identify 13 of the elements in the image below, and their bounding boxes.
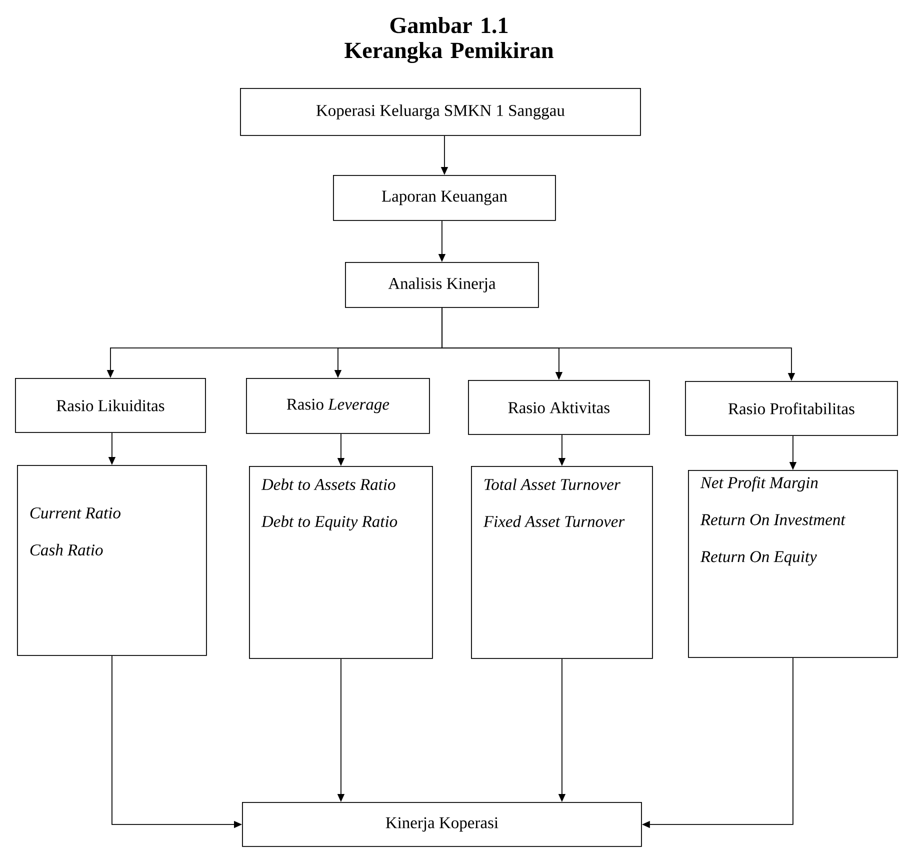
process-box: Rasio Likuiditas — [15, 378, 206, 433]
ratio-list-box: Current Ratio Cash Ratio — [17, 465, 207, 656]
process-box: Rasio Aktivitas — [468, 380, 650, 435]
process-box: Koperasi Keluarga SMKN 1 Sanggau — [240, 88, 641, 136]
ratio-list-box: Total Asset Turnover Fixed Asset Turnover — [471, 466, 653, 659]
process-box: Kinerja Koperasi — [242, 802, 642, 847]
title: Gambar 1.1 Kerangka Pemikiran — [344, 16, 554, 64]
ratio-list-box: Debt to Assets Ratio Debt to Equity Ratio — [249, 466, 433, 659]
process-box: Analisis Kinerja — [345, 262, 539, 308]
process-box: Laporan Keuangan — [333, 175, 556, 221]
process-box: Rasio Leverage — [246, 378, 430, 434]
ratio-list-box: Net Profit Margin Return On Investment Return On Equity — [688, 470, 898, 658]
process-box: Rasio Profitabilitas — [685, 381, 898, 436]
